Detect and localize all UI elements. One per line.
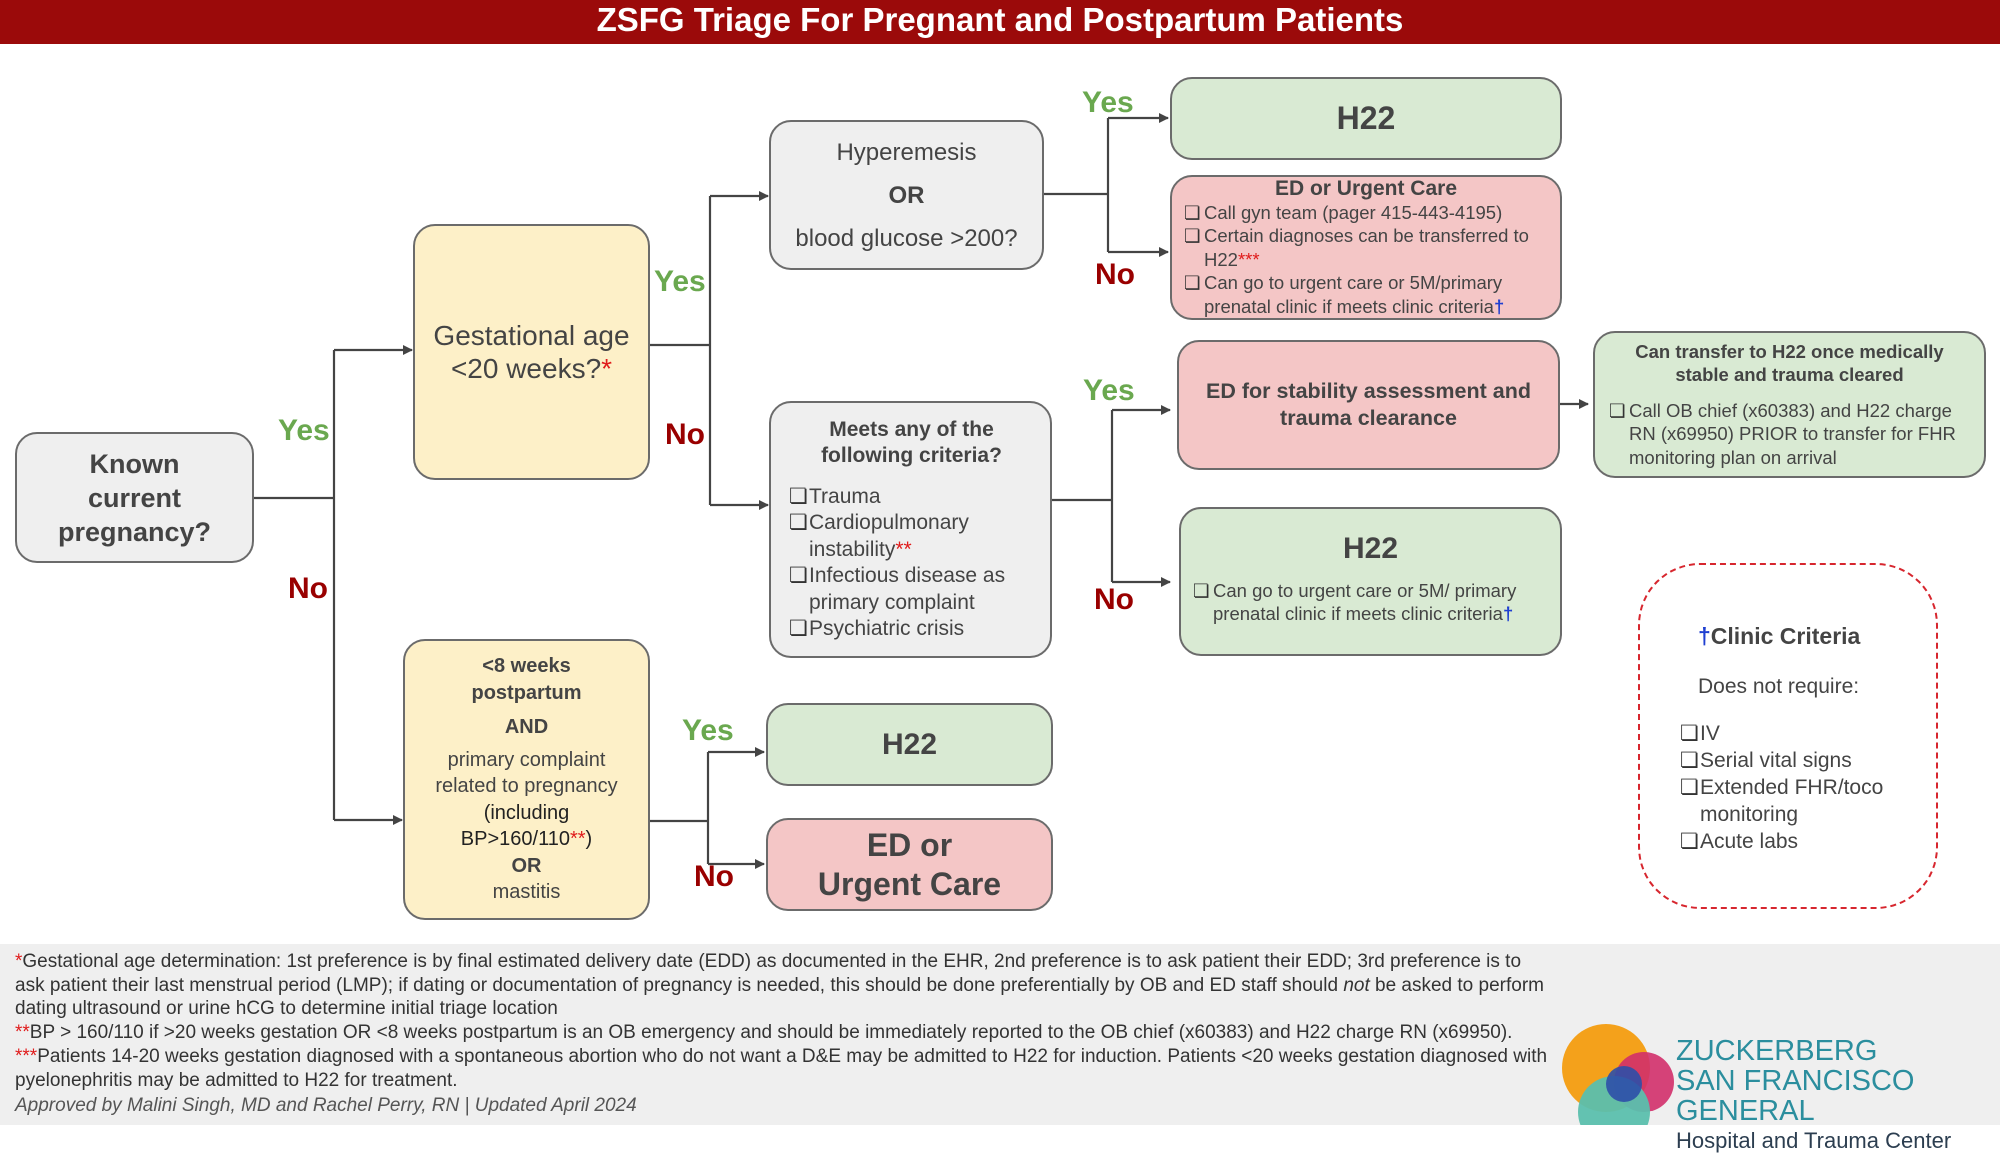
postpartum-and: AND bbox=[504, 716, 549, 739]
no-label-postpartum: No bbox=[694, 860, 734, 893]
h22-box-middle: H22 Can go to urgent care or 5M/ primary… bbox=[1179, 507, 1562, 656]
hyperemesis-line1: Hyperemesis bbox=[836, 138, 977, 166]
logo-line2: SAN FRANCISCO GENERAL bbox=[1676, 1065, 1915, 1127]
no-label-known: No bbox=[288, 572, 328, 605]
dagger-mark: † bbox=[1698, 623, 1711, 649]
criteria-item-cardiopulmonary: Cardiopulmonary instability** bbox=[789, 510, 1034, 563]
known-pregnancy-text: Known current pregnancy? bbox=[57, 448, 212, 547]
clinic-item-iv: IV bbox=[1680, 720, 1910, 747]
clinic-item-vitals: Serial vital signs bbox=[1680, 747, 1910, 774]
gestational-age-line2: <20 weeks?* bbox=[450, 353, 613, 384]
clinic-item-fhr: Extended FHR/toco monitoring bbox=[1680, 774, 1910, 828]
connector-lines bbox=[254, 113, 1589, 869]
no-label-ga: No bbox=[665, 418, 705, 451]
hyperemesis-line3: blood glucose >200? bbox=[795, 224, 1018, 252]
footnote-bp: **BP > 160/110 if >20 weeks gestation OR… bbox=[15, 1022, 1513, 1043]
postpartum-line4: (including BP>160/110**) bbox=[460, 801, 593, 851]
clinic-criteria-title: †Clinic Criteria bbox=[1698, 623, 1861, 649]
ed-urgent-care-box-bottom: ED or Urgent Care bbox=[766, 818, 1053, 911]
yes-label-known: Yes bbox=[278, 414, 330, 447]
no-label-hyper: No bbox=[1095, 258, 1135, 291]
page-title: ZSFG Triage For Pregnant and Postpartum … bbox=[0, 0, 2000, 44]
postpartum-line1: <8 weeks postpartum bbox=[471, 655, 582, 704]
criteria-box: Meets any of the following criteria? Tra… bbox=[769, 401, 1052, 658]
yes-label-postpartum: Yes bbox=[682, 714, 734, 747]
dagger-mark: † bbox=[1502, 603, 1514, 625]
clinic-criteria-subtitle: Does not require: bbox=[1698, 675, 1860, 698]
transfer-box: Can transfer to H22 once medically stabl… bbox=[1593, 331, 1986, 478]
transfer-title: Can transfer to H22 once medically stabl… bbox=[1635, 340, 1944, 386]
criteria-list: Trauma Cardiopulmonary instability** Inf… bbox=[789, 484, 1034, 643]
zsfg-logo-icon bbox=[1562, 1024, 1674, 1125]
footnote-abortion: ***Patients 14-20 weeks gestation diagno… bbox=[15, 1046, 1548, 1091]
h22-label-top: H22 bbox=[1336, 100, 1396, 136]
urgent-care-label: Urgent Care bbox=[817, 865, 1002, 902]
ed-urgent-item-gyn: Call gyn team (pager 415-443-4195) bbox=[1184, 201, 1548, 225]
clinic-criteria-box: †Clinic Criteria Does not require: IV Se… bbox=[1638, 563, 1938, 909]
h22-box-bottom: H22 bbox=[766, 703, 1053, 786]
clinic-item-labs: Acute labs bbox=[1680, 828, 1910, 855]
ed-stability-box: ED for stability assessment and trauma c… bbox=[1177, 340, 1560, 470]
transfer-item: Call OB chief (x60383) and H22 charge RN… bbox=[1609, 399, 1970, 470]
hyperemesis-or: OR bbox=[888, 181, 925, 209]
yes-label-hyper: Yes bbox=[1082, 86, 1134, 119]
asterisk-mark: * bbox=[601, 353, 613, 384]
gestational-age-box: Gestational age <20 weeks?* bbox=[413, 224, 650, 480]
dagger-mark: † bbox=[1493, 295, 1505, 317]
postpartum-box: <8 weeks postpartum AND primary complain… bbox=[403, 639, 650, 920]
approval-line: Approved by Malini Singh, MD and Rachel … bbox=[15, 1095, 637, 1116]
yes-label-criteria: Yes bbox=[1083, 374, 1135, 407]
h22-label-middle: H22 bbox=[1342, 532, 1399, 566]
ed-stability-text: ED for stability assessment and trauma c… bbox=[1206, 379, 1531, 430]
criteria-item-infectious: Infectious disease as primary complaint bbox=[789, 563, 1034, 616]
ed-urgent-care-list: Call gyn team (pager 415-443-4195) Certa… bbox=[1184, 201, 1548, 319]
ed-urgent-care-title: ED or Urgent Care bbox=[1274, 177, 1458, 200]
ed-urgent-care-box: ED or Urgent Care Call gyn team (pager 4… bbox=[1170, 175, 1562, 320]
ed-urgent-item-transfer: Certain diagnoses can be transferred to … bbox=[1184, 224, 1548, 271]
gestational-age-line1: Gestational age bbox=[433, 320, 630, 351]
no-label-criteria: No bbox=[1094, 583, 1134, 616]
logo-line3: Hospital and Trauma Center bbox=[1676, 1128, 1952, 1153]
h22-label-bottom: H22 bbox=[881, 727, 938, 761]
known-pregnancy-box: Known current pregnancy? bbox=[15, 432, 254, 563]
footnote-gestational-age: *Gestational age determination: 1st pref… bbox=[15, 951, 1544, 1019]
criteria-item-trauma: Trauma bbox=[789, 484, 1034, 511]
criteria-item-psychiatric: Psychiatric crisis bbox=[789, 616, 1034, 643]
h22-middle-item: Can go to urgent care or 5M/ primary pre… bbox=[1193, 579, 1548, 626]
postpartum-line6: mastitis bbox=[492, 881, 561, 904]
logo-line1: ZUCKERBERG bbox=[1676, 1035, 1878, 1067]
zsfg-logo-text: ZUCKERBERG SAN FRANCISCO GENERAL Hospita… bbox=[1676, 1036, 2000, 1156]
postpartum-line3: primary complaint related to pregnancy bbox=[435, 748, 618, 798]
criteria-title: Meets any of the following criteria? bbox=[821, 417, 1002, 468]
clinic-criteria-list: IV Serial vital signs Extended FHR/toco … bbox=[1680, 720, 1910, 855]
h22-middle-list: Can go to urgent care or 5M/ primary pre… bbox=[1193, 579, 1548, 626]
ed-urgent-item-clinic: Can go to urgent care or 5M/primary pren… bbox=[1184, 271, 1548, 318]
postpartum-or: OR bbox=[511, 854, 542, 877]
ed-or-label: ED or bbox=[866, 826, 953, 863]
h22-box-top: H22 bbox=[1170, 77, 1562, 160]
hyperemesis-box: Hyperemesis OR blood glucose >200? bbox=[769, 120, 1044, 270]
transfer-list: Call OB chief (x60383) and H22 charge RN… bbox=[1609, 399, 1970, 470]
yes-label-ga: Yes bbox=[654, 265, 706, 298]
